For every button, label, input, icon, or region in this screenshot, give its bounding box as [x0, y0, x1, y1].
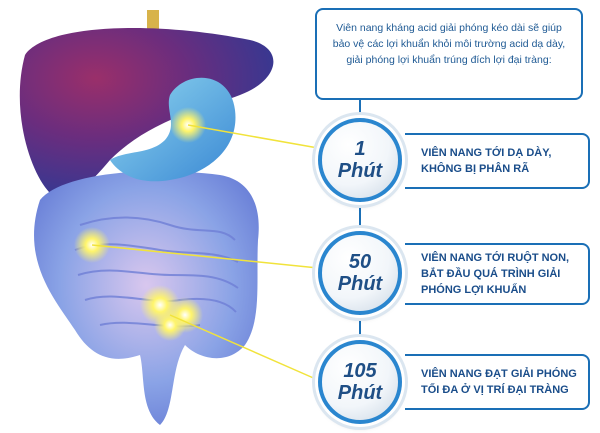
- step-1-unit: Phút: [337, 160, 383, 182]
- capsule-glow-colon-3: [154, 309, 186, 341]
- step-3-badge: 105 Phút: [318, 340, 402, 424]
- connector-step-1: [187, 124, 319, 149]
- step-1-number: 1: [354, 138, 366, 160]
- step-3-number: 105: [343, 360, 377, 382]
- connector-step-2: [91, 244, 319, 269]
- step-2-unit: Phút: [337, 273, 383, 295]
- step-2-badge: 50 Phút: [318, 231, 402, 315]
- connector-step-3: [169, 314, 319, 381]
- intro-callout: Viên nang kháng acid giải phóng kéo dài …: [315, 8, 583, 100]
- step-2-description: VIÊN NANG TỚI RUỘT NON, BẮT ĐẦU QUÁ TRÌN…: [405, 243, 590, 305]
- step-1-description: VIÊN NANG TỚI DẠ DÀY, KHÔNG BỊ PHÂN RÃ: [405, 133, 590, 189]
- step-3-description: VIÊN NANG ĐẠT GIẢI PHÓNG TỐI ĐA Ở VỊ TRÍ…: [405, 354, 590, 410]
- step-3-unit: Phút: [337, 382, 383, 404]
- step-2-number: 50: [348, 251, 372, 273]
- step-1-badge: 1 Phút: [318, 118, 402, 202]
- liver: [19, 27, 274, 197]
